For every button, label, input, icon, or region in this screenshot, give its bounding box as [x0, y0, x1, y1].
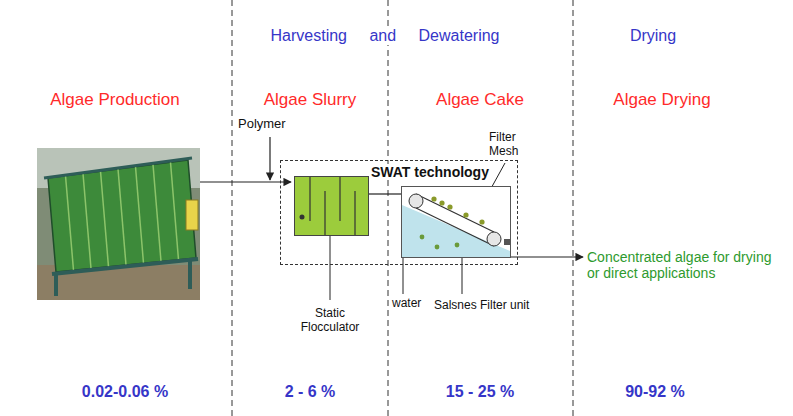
column-divider	[573, 0, 574, 416]
baffle	[324, 191, 325, 235]
stage-heading: Harvesting and Dewatering	[271, 27, 500, 45]
filter-drawing	[402, 187, 510, 257]
water-basin	[402, 205, 510, 257]
reactor-leg	[188, 259, 192, 289]
solids-percent: 2 - 6 %	[285, 383, 336, 401]
drawing-part	[171, 162, 179, 260]
reactor-frame	[52, 259, 198, 274]
algae-particle	[431, 196, 436, 201]
column-divider	[232, 0, 233, 416]
reactor-frame	[44, 158, 192, 178]
particle	[420, 235, 425, 240]
feed-line	[200, 181, 291, 182]
column-divider	[388, 0, 389, 416]
polymer-line	[269, 137, 270, 180]
cake-outlet	[504, 239, 510, 245]
algae-particle	[463, 212, 468, 217]
step-title: Algae Cake	[436, 90, 524, 110]
leader-line	[462, 258, 463, 294]
solids-percent: 0.02-0.06 %	[82, 383, 168, 401]
baffle	[339, 177, 340, 221]
node-label: Static Flocculator	[290, 307, 370, 335]
algae-particle	[447, 204, 452, 209]
drawing-part	[118, 169, 126, 265]
flocculator-box: Static Flocculator	[294, 176, 369, 236]
node-label: SWAT technology	[369, 164, 491, 180]
drawing-part	[153, 165, 161, 262]
reactor-leg	[54, 274, 58, 296]
mesh-belt	[416, 194, 494, 232]
reactor-tubes	[66, 162, 179, 270]
reactor-panel	[48, 160, 196, 272]
baffle	[309, 177, 310, 221]
roller	[487, 232, 501, 246]
reactor-photo	[37, 148, 200, 300]
stage-heading: Drying	[630, 27, 676, 45]
output-label: water	[392, 297, 421, 311]
mixer-dot	[300, 215, 305, 220]
filter-unit: Salsnes Filter unit	[401, 186, 511, 258]
pipe-connector	[369, 193, 401, 194]
roller	[409, 194, 423, 208]
node-label: Salsnes Filter unit	[432, 299, 531, 313]
baffle-drawing	[295, 177, 368, 235]
step-title: Algae Drying	[613, 90, 710, 110]
drawing-part	[83, 174, 91, 269]
part-label: Filter Mesh	[489, 131, 533, 159]
swat-box: Static Flocculator Salsnes Filter unit SWA…	[280, 160, 518, 265]
photo-ground	[37, 148, 200, 300]
leader-line	[330, 236, 331, 300]
reactor-tank	[186, 200, 198, 230]
baffle	[354, 191, 355, 235]
particle	[435, 245, 440, 250]
algae-particle	[439, 200, 444, 205]
product-note: Concentrated algae for drying or direct …	[587, 249, 787, 281]
mesh-belt	[416, 208, 494, 246]
particle	[455, 243, 460, 248]
drawing-part	[101, 171, 109, 267]
water-outlet-line	[403, 258, 404, 294]
algae-particle	[479, 219, 484, 224]
step-title: Algae Slurry	[264, 90, 357, 110]
output-arrow	[510, 256, 583, 257]
solids-percent: 15 - 25 %	[446, 383, 514, 401]
solids-percent: 90-92 %	[625, 383, 685, 401]
input-label: Polymer	[238, 117, 286, 132]
drawing-part	[66, 176, 74, 271]
step-title: Algae Production	[50, 90, 179, 110]
drawing-part	[136, 167, 144, 264]
